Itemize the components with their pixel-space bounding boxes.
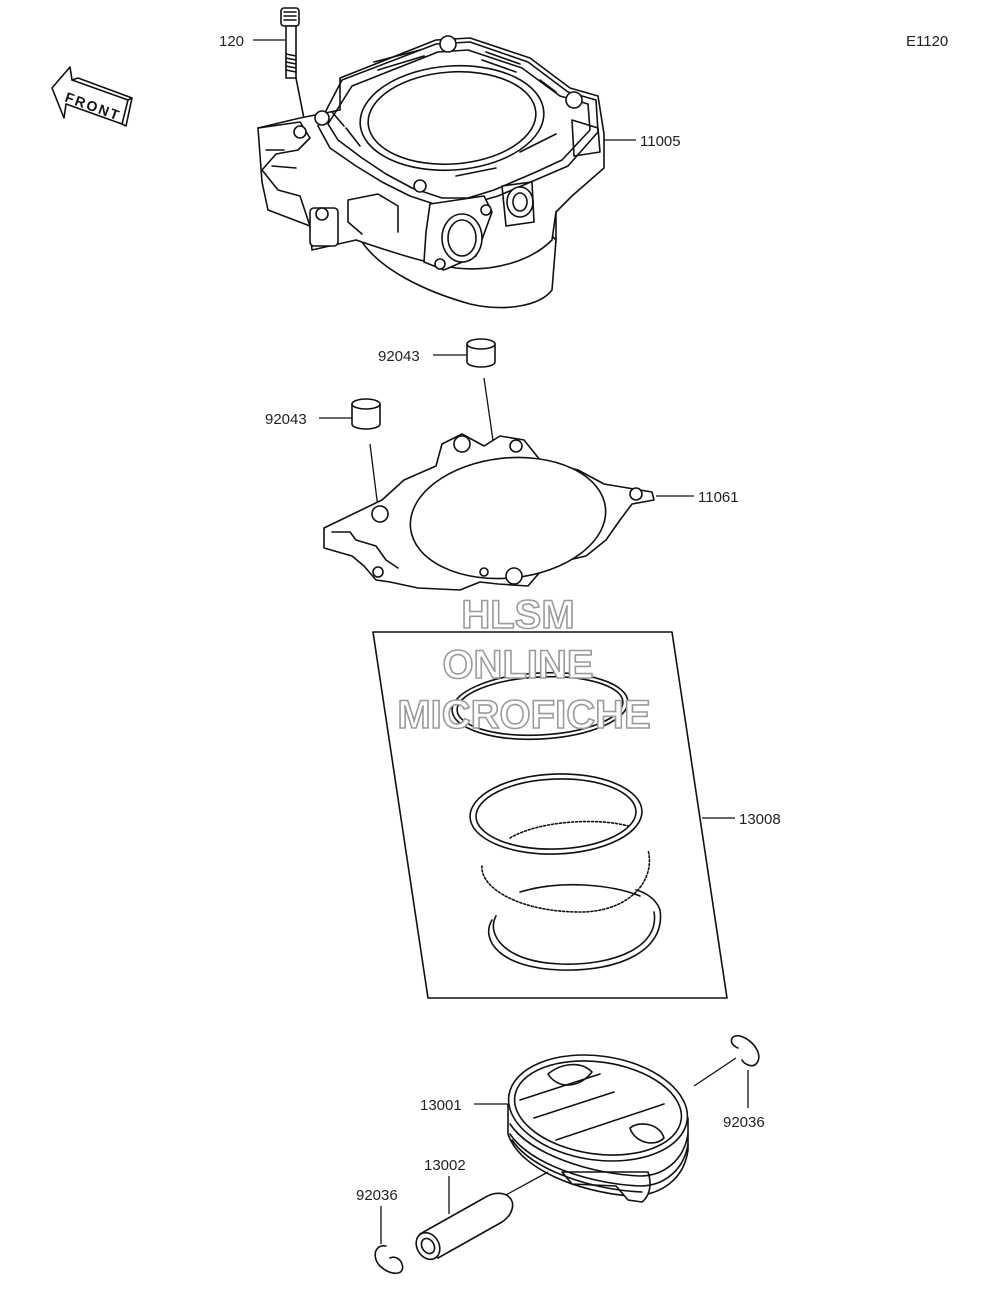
label-11061[interactable]: 11061	[698, 489, 739, 506]
watermark-line-1: HLSM	[461, 593, 574, 637]
label-11005[interactable]: 11005	[640, 133, 681, 150]
label-92043-lower[interactable]: 92043	[265, 411, 307, 428]
piston-pin-clip-right[interactable]	[693, 1034, 760, 1087]
label-13001[interactable]: 13001	[420, 1097, 462, 1114]
piston-pin-13002[interactable]	[411, 1192, 514, 1263]
piston-pin-clip-left[interactable]	[374, 1245, 404, 1275]
label-92036-right[interactable]: 92036	[723, 1114, 765, 1131]
label-92036-left[interactable]: 92036	[356, 1187, 398, 1204]
piston-ring-set-13008[interactable]	[372, 631, 728, 999]
piston-13001[interactable]	[502, 1044, 695, 1203]
watermark-line-3: MICROFICHE	[397, 693, 650, 737]
label-13002[interactable]: 13002	[424, 1157, 466, 1174]
watermark-line-2: ONLINE	[442, 643, 593, 687]
cylinder-base-gasket[interactable]	[323, 433, 655, 591]
label-92043-upper[interactable]: 92043	[378, 348, 420, 365]
diagram-code: E1120	[906, 33, 948, 50]
label-13008[interactable]: 13008	[739, 811, 781, 828]
front-arrow-icon: FRONT	[51, 66, 133, 127]
cylinder-11005[interactable]	[257, 35, 605, 309]
dowel-pin-lower[interactable]	[351, 398, 381, 509]
label-120[interactable]: 120	[219, 33, 244, 50]
